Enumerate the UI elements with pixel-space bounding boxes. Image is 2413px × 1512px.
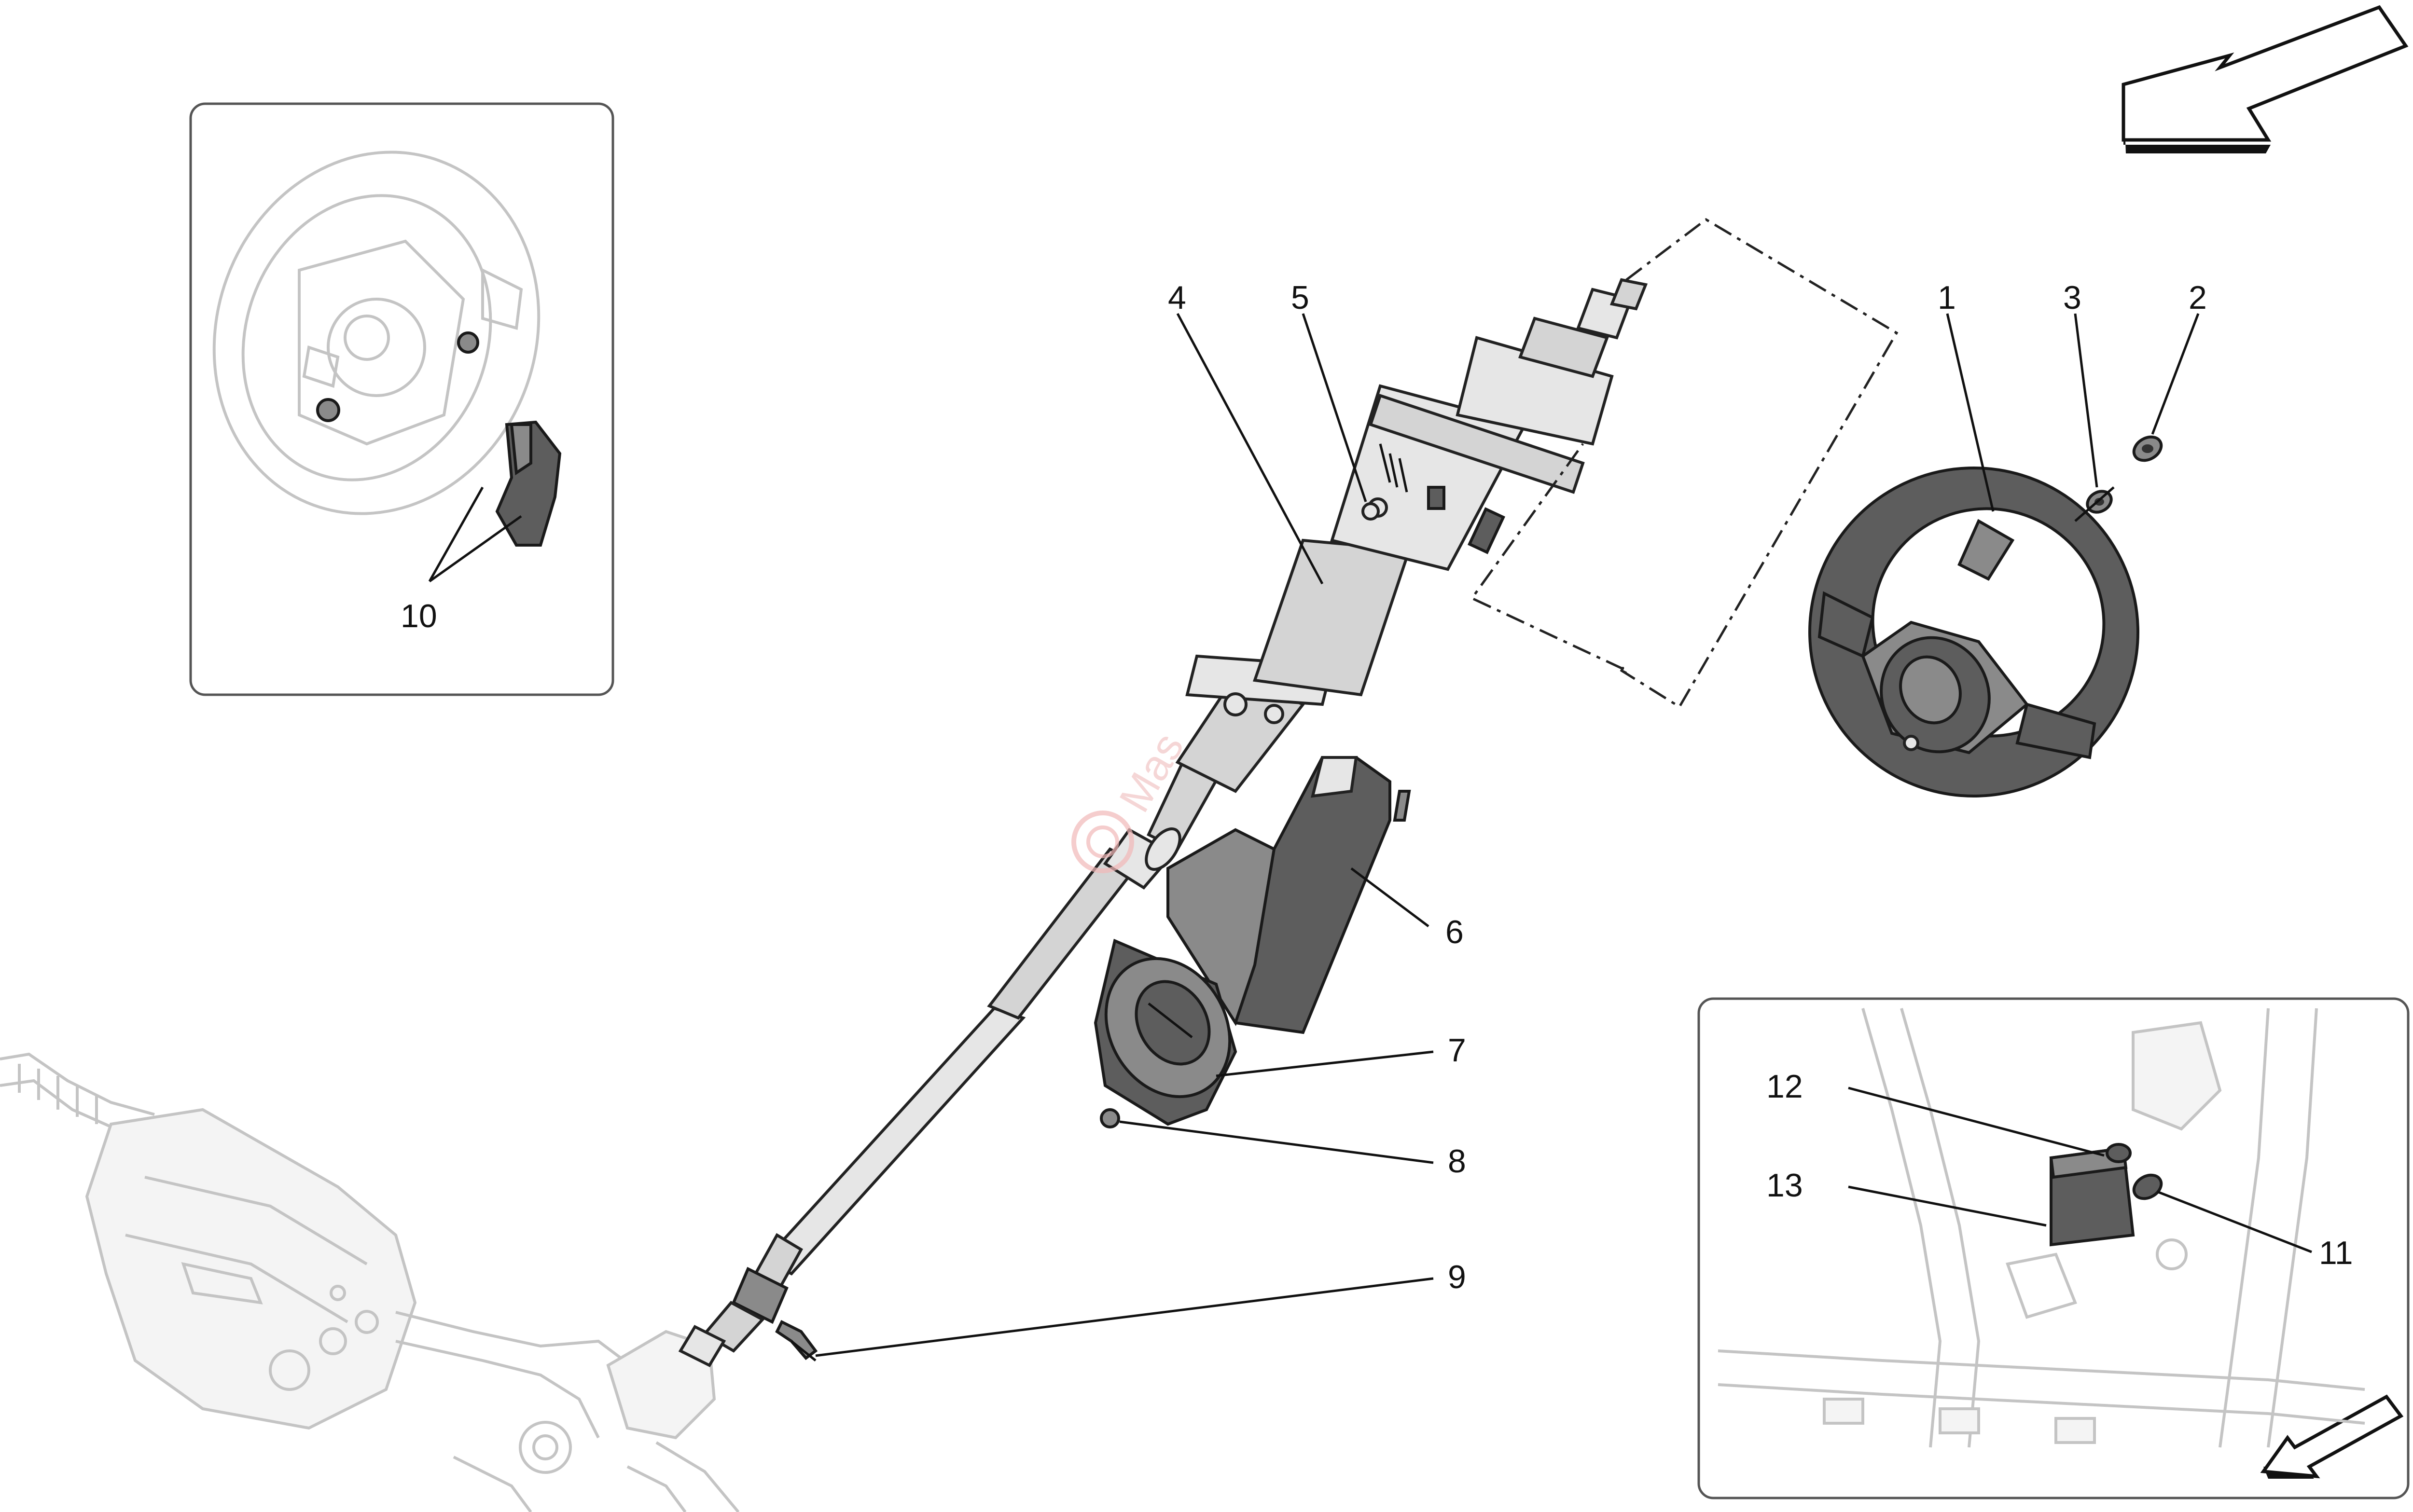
column-cover xyxy=(1166,756,1411,1034)
callout-10: 10 xyxy=(401,598,437,634)
callout-11: 11 xyxy=(2319,1235,2353,1271)
callout-9: 9 xyxy=(1448,1259,1466,1295)
callout-1: 1 xyxy=(1938,279,1956,316)
callout-12: 12 xyxy=(1766,1068,1803,1105)
leader-2 xyxy=(2151,313,2200,435)
wheel-axis-line xyxy=(2074,486,2115,522)
bolt-9 xyxy=(775,1320,818,1361)
callout-7: 7 xyxy=(1448,1032,1466,1069)
screw-5 xyxy=(1361,502,1380,521)
upper-steering-column xyxy=(1175,278,1648,793)
leader-9 xyxy=(815,1277,1434,1357)
callout-5: 5 xyxy=(1291,279,1309,316)
leader-6 xyxy=(1350,867,1429,927)
steering-wheel xyxy=(1808,467,2139,797)
callout-8: 8 xyxy=(1448,1143,1466,1180)
inset-column-module xyxy=(1697,997,2410,1499)
leader-7 xyxy=(1216,1050,1434,1077)
leader-11 xyxy=(2157,1190,2312,1253)
leader-lines xyxy=(815,313,2312,1357)
orientation-arrow-bottom-right xyxy=(2260,1394,2404,1479)
leader-8 xyxy=(1119,1120,1434,1164)
leader-1 xyxy=(1946,313,1995,512)
leader-12 xyxy=(1848,1086,2105,1157)
callout-13: 13 xyxy=(1766,1167,1803,1204)
alignment-frame xyxy=(1470,218,1899,709)
leader-4 xyxy=(1176,313,1324,585)
leader-5 xyxy=(1302,313,1367,502)
intermediate-shaft xyxy=(678,750,1223,1367)
orientation-arrow-top-right xyxy=(2122,5,2409,153)
firewall-boot xyxy=(1094,938,1237,1126)
callout-4: 4 xyxy=(1168,279,1186,316)
leader-3 xyxy=(2074,313,2098,488)
callout-3: 3 xyxy=(2063,279,2081,316)
callout-2: 2 xyxy=(2189,279,2207,316)
small-nut-8 xyxy=(1100,1108,1120,1128)
inset-steering-wheel-clips xyxy=(189,102,614,696)
callout-numbers: 1 2 3 4 5 6 7 8 9 10 11 12 13 xyxy=(401,279,2353,1295)
callout-6: 6 xyxy=(1445,914,1464,950)
leader-13 xyxy=(1848,1185,2047,1227)
steering-rack-ghost xyxy=(0,1052,740,1512)
washer-2 xyxy=(2132,435,2163,462)
